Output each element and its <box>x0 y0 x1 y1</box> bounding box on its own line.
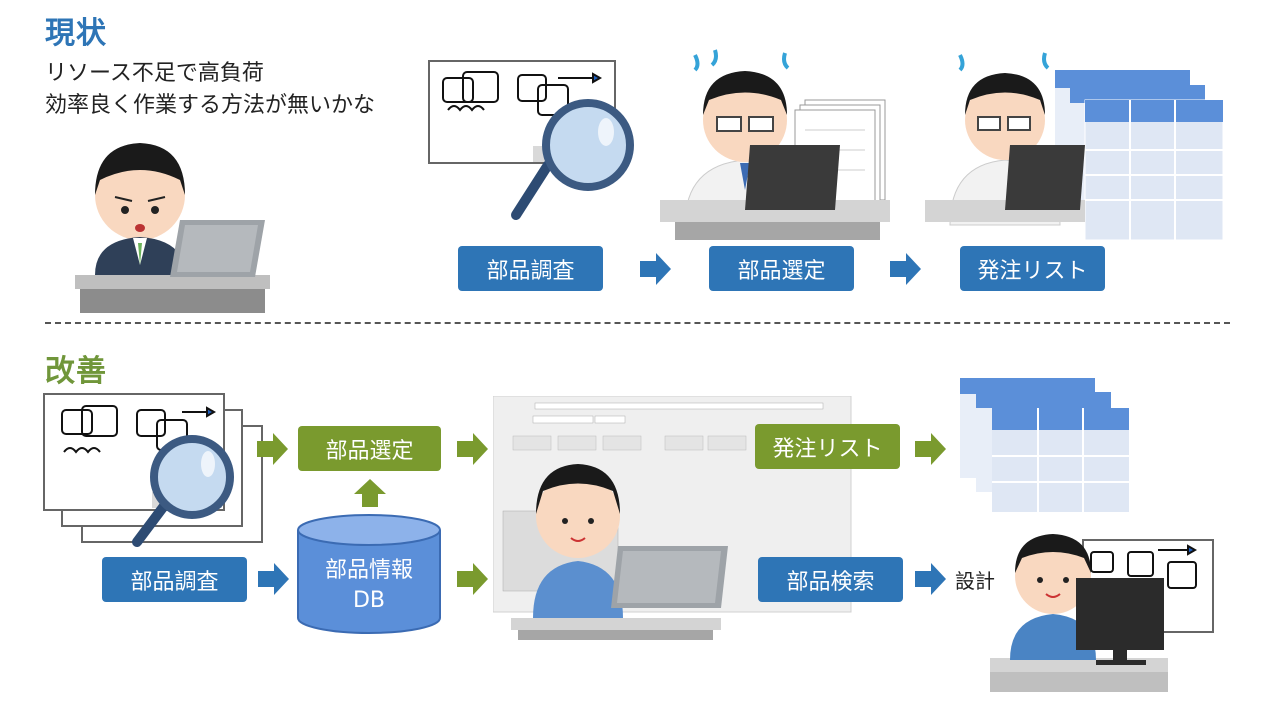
problem-line-2: 効率良く作業する方法が無いかな <box>45 93 376 118</box>
improvement-section-title: 改善 <box>45 354 107 389</box>
database-label-line2: DB <box>352 588 386 613</box>
parts-database-cylinder <box>297 514 441 634</box>
current-section-title: 現状 <box>45 16 107 51</box>
improvement-step-research: 部品調査 <box>102 557 247 602</box>
stacked-schematics-illustration <box>43 393 263 547</box>
section-divider <box>45 322 1230 324</box>
current-step-research: 部品調査 <box>458 246 603 291</box>
improvement-part-search: 部品検索 <box>758 557 903 602</box>
order-list-tables-illustration <box>960 378 1129 512</box>
improvement-order-list: 発注リスト <box>755 424 900 469</box>
designer-at-monitor-illustration <box>990 534 1214 692</box>
arrow-right-icon <box>258 563 289 595</box>
arrow-right-icon <box>890 253 921 285</box>
problem-text: リソース不足で高負荷 効率良く作業する方法が無いかな <box>45 58 375 122</box>
arrow-right-icon <box>457 433 488 465</box>
problem-line-1: リソース不足で高負荷 <box>45 61 264 86</box>
stressed-worker-papers-illustration <box>660 49 890 240</box>
database-label: 部品情報 DB <box>296 556 442 616</box>
design-label: 設計 <box>955 569 995 593</box>
schematic-research-illustration <box>428 60 634 220</box>
arrow-up-icon <box>354 479 386 507</box>
arrow-right-icon <box>257 433 288 465</box>
current-step-selection: 部品選定 <box>709 246 854 291</box>
arrow-right-icon <box>915 433 946 465</box>
worried-worker-illustration <box>75 143 270 313</box>
arrow-right-icon <box>640 253 671 285</box>
improvement-step-selection: 部品選定 <box>298 426 441 471</box>
stressed-worker-tables-illustration <box>925 52 1224 241</box>
database-label-line1: 部品情報 <box>324 558 413 583</box>
current-step-order-list: 発注リスト <box>960 246 1105 291</box>
arrow-right-icon <box>915 563 946 595</box>
arrow-right-icon <box>457 563 488 595</box>
